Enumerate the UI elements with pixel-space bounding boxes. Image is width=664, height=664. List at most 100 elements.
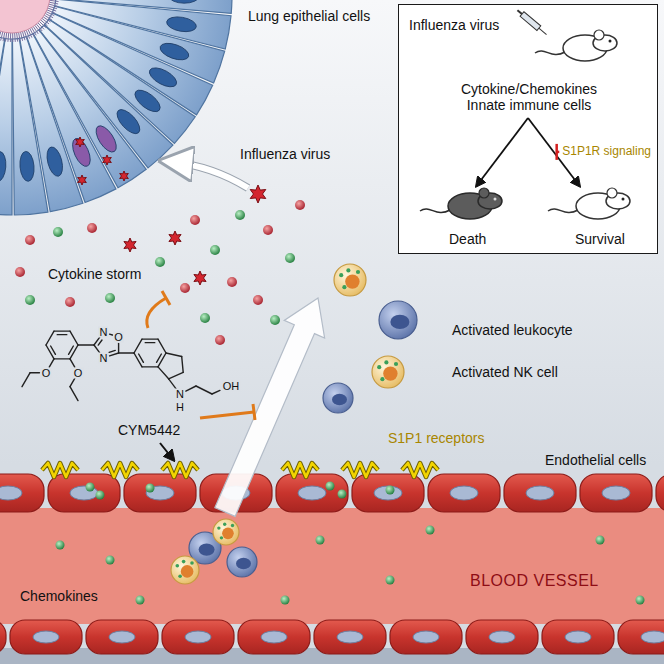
chemical-bond (182, 357, 184, 373)
endothelial-cell (238, 620, 310, 654)
endothelial-cell (314, 620, 386, 654)
chemical-bond (46, 331, 54, 345)
chemical-bond (70, 378, 75, 386)
s1p1-receptor (342, 463, 378, 477)
double-bond (69, 346, 74, 354)
nk-granule (394, 362, 398, 366)
chemokine-sphere (96, 491, 105, 500)
nk-granule (377, 365, 381, 369)
chemokine-sphere (596, 536, 605, 545)
nk-granule (231, 524, 234, 527)
chemical-bond (166, 353, 182, 357)
cym5442-structure (22, 331, 220, 400)
double-bond (57, 334, 67, 335)
cell-nucleus (92, 123, 120, 156)
infection-arrow (172, 162, 248, 188)
virus-particle (169, 231, 181, 245)
inset-ground (398, 4, 658, 254)
infection-arrow-outline (172, 162, 248, 188)
atom-label: O (73, 367, 84, 378)
nk-granule (384, 360, 388, 364)
mouse-eye (609, 40, 612, 43)
nk-nucleus (222, 527, 234, 539)
node-text: Death (449, 231, 486, 247)
virus-particle (124, 238, 136, 252)
leukocyte (323, 383, 353, 413)
chemical-bond (70, 359, 75, 367)
mouse-tail (420, 209, 450, 213)
chemokine-sphere (386, 576, 395, 585)
s1p1-receptor-outline (282, 463, 318, 477)
cell-nucleus (169, 0, 199, 3)
double-bond (139, 354, 144, 362)
virus-particle (76, 137, 85, 147)
cell-nucleus (565, 631, 591, 643)
cytokine-sphere (263, 225, 273, 235)
endothelium (0, 474, 664, 654)
cell-nucleus (69, 136, 94, 169)
inhibition-line (147, 298, 166, 328)
cytokine-sphere (190, 215, 200, 225)
structure-label: Activated NK cell (452, 364, 558, 380)
cell-nucleus (0, 486, 22, 500)
cilium (10, 33, 11, 42)
syringe (515, 8, 548, 37)
endothelial-cell (504, 474, 576, 512)
double-bond (157, 354, 162, 362)
chemical-bond (158, 353, 166, 367)
s1p1-receptor (42, 463, 78, 477)
atom-label: N (98, 327, 108, 338)
chemokine-sphere (136, 596, 145, 605)
inhibition-bar (253, 404, 255, 420)
atom-label: N (98, 352, 108, 363)
s1p1-receptor (102, 463, 138, 477)
chemokine-sphere (155, 257, 165, 267)
atom-label: H (175, 402, 185, 413)
cell-nucleus (44, 145, 65, 178)
chemical-bond (110, 333, 113, 335)
mouse-tail (535, 51, 565, 55)
dead-mouse (420, 188, 502, 219)
endothelial-cell (162, 620, 234, 654)
cell-nucleus (450, 486, 478, 500)
chemical-bond (134, 339, 142, 353)
endothelial-cell (428, 474, 500, 512)
chemokine-sphere (426, 526, 435, 535)
endothelial-cell (124, 474, 196, 512)
structure-label: Lung epithelial cells (248, 8, 370, 24)
cell-nucleus (166, 15, 198, 34)
nk-cell (213, 519, 239, 545)
cell-nucleus (413, 631, 439, 643)
compound-label: CYM5442 (118, 422, 180, 438)
nk-granule (356, 270, 360, 274)
cell-nucleus (19, 151, 36, 182)
nk-granule (346, 268, 350, 272)
virus-particle (103, 155, 112, 165)
double-bond (51, 346, 56, 354)
lung-epithelium (0, 0, 232, 215)
cilium (21, 32, 23, 41)
endothelial-cell (542, 620, 614, 654)
nk-granule (217, 526, 220, 529)
chemical-bond (70, 345, 78, 359)
cell-nucleus (337, 631, 363, 643)
cytokine-sphere (180, 283, 190, 293)
cell-nucleus (374, 486, 402, 500)
mouse-ear (607, 188, 617, 198)
chemical-bond (196, 386, 212, 394)
cilium (5, 33, 6, 42)
leukocyte (227, 547, 257, 577)
endothelial-cell (276, 474, 348, 512)
cilium (0, 31, 1, 40)
cell-nucleus (641, 631, 664, 643)
endothelial-cell (48, 474, 120, 512)
s1p1-receptor-outline (42, 463, 78, 477)
chemokine-sphere (235, 210, 245, 220)
nk-nucleus (383, 366, 397, 380)
inhibition-line (200, 412, 254, 418)
epithelial-cell (0, 38, 12, 215)
leukocyte-nucleus (236, 558, 251, 569)
endothelial-cell (86, 620, 158, 654)
airway-lumen (0, 0, 50, 33)
cilium (50, 0, 59, 1)
